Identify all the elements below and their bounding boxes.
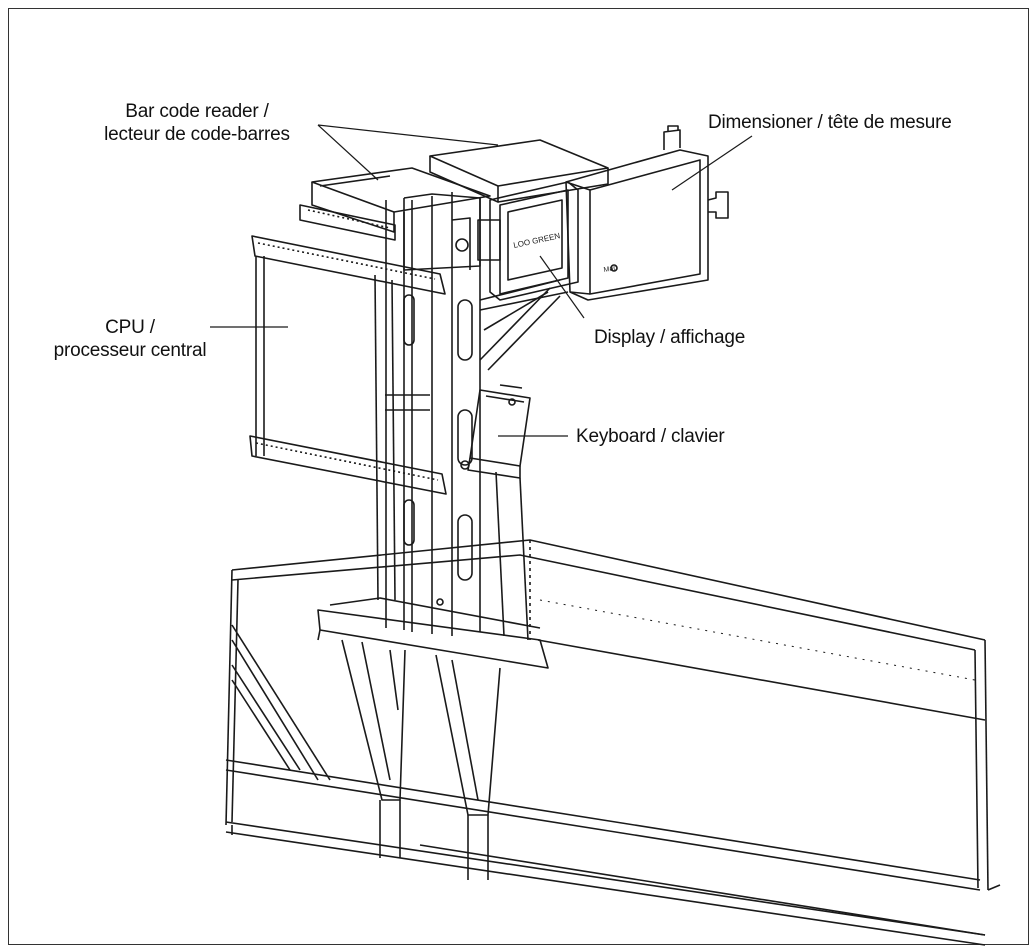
dimensioner-leader — [671, 135, 753, 191]
barcode-reader-label: Bar code reader / lecteur de code-barres — [66, 100, 328, 146]
barcode-reader-top — [429, 139, 609, 203]
barcode-reader-label-fr: lecteur de code-barres — [104, 124, 290, 145]
dimensioner-plate-text: Mar — [603, 265, 617, 274]
cpu-label-en: CPU / — [105, 317, 155, 338]
figure-frame — [8, 8, 1029, 945]
display-label: Display / affichage — [594, 327, 746, 348]
vertical-column — [374, 192, 481, 636]
keyboard-bracket — [467, 384, 531, 641]
keyboard-label: Keyboard / clavier — [576, 426, 725, 447]
display-leader — [539, 255, 585, 319]
conveyor-frame — [225, 539, 1001, 946]
display-braces — [479, 279, 569, 371]
leader-lines — [210, 124, 753, 437]
barcode-leader-left — [317, 124, 379, 181]
column-base — [317, 597, 549, 816]
dimensioner-label: Dimensioner / tête de mesure — [708, 112, 952, 133]
cpu-label: CPU / processeur central — [30, 316, 230, 362]
dimensioner-unit — [565, 125, 729, 301]
cpu-label-fr: processeur central — [53, 340, 207, 361]
barcode-reader-label-en: Bar code reader / — [125, 101, 269, 122]
barcode-reader — [311, 167, 491, 271]
barcode-leader-top — [317, 124, 499, 146]
cpu-rack — [249, 204, 447, 495]
display-screen-text: LOO GREEN — [513, 231, 562, 250]
